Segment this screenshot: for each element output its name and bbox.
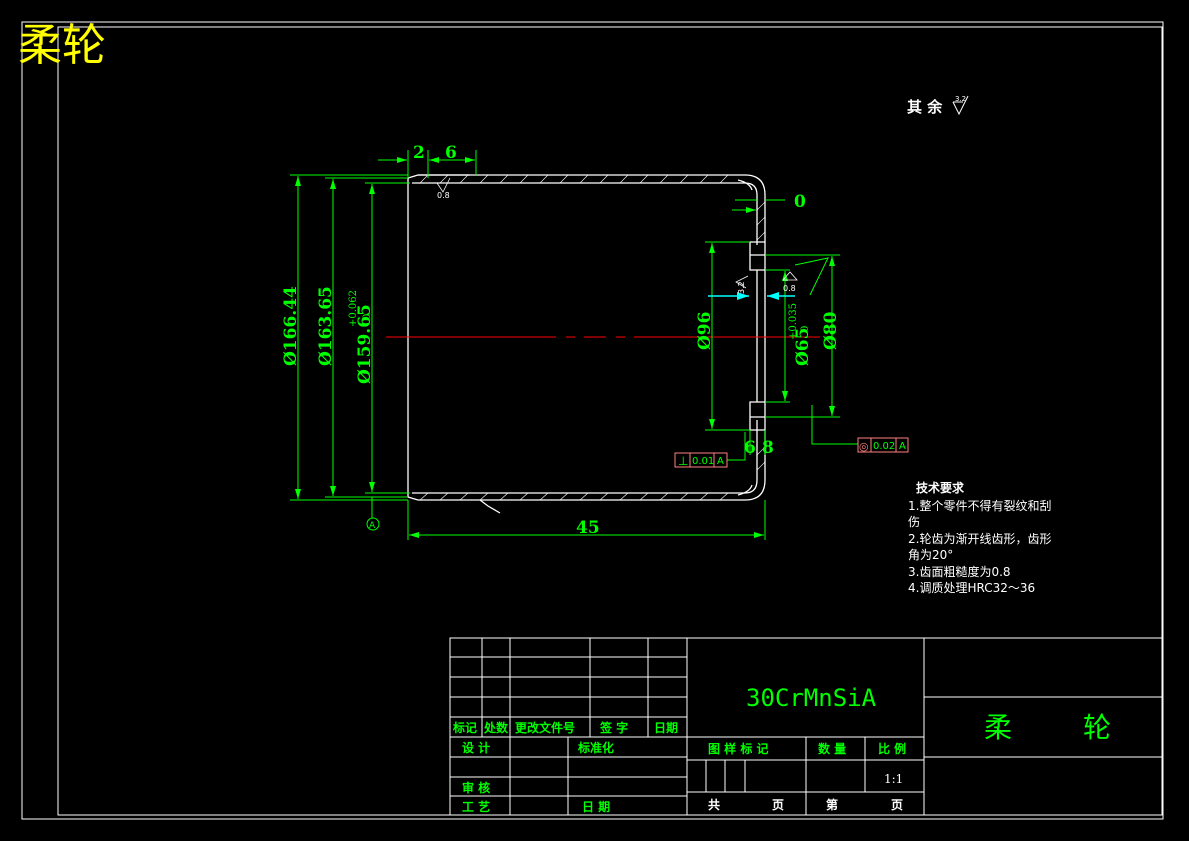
- roughness-right-value: 0.8: [783, 284, 796, 293]
- review-label: 审 核: [462, 780, 490, 795]
- design-label: 设 计: [462, 740, 490, 755]
- sheet-page-label: 页: [891, 798, 903, 812]
- scale-label: 比 例: [878, 741, 906, 756]
- title-block: [449, 637, 1163, 816]
- dim-flange-8: 8: [762, 438, 774, 458]
- quantity-label: 数 量: [818, 741, 846, 756]
- standardization-label: 标准化: [577, 740, 614, 755]
- section-hatching: [419, 174, 766, 501]
- part-outline: [407, 174, 766, 514]
- date-label: 日 期: [582, 799, 610, 814]
- perpendicularity-frame: ⊥ 0.01 A: [674, 452, 728, 468]
- roughness-top-value: 0.8: [437, 191, 450, 200]
- dim-bore-tol-upper: +0.035: [788, 303, 799, 340]
- tech-req-line-3: 2.轮齿为渐开线齿形，齿形: [908, 532, 1051, 546]
- total-page-label: 页: [772, 798, 784, 812]
- material-label: 30CrMnSiA: [746, 684, 877, 712]
- dim-len-2: 2: [413, 143, 425, 163]
- tech-req-line-6: 4.调质处理HRC32～36: [908, 581, 1035, 595]
- datum-label: A: [369, 521, 376, 531]
- datum-circle-icon: [366, 517, 380, 531]
- dim-inner-tol-upper: +0.062: [348, 290, 359, 327]
- drawing-mark-label: 图 样 标 记: [708, 741, 769, 756]
- rev-header-sign: 签 字: [599, 720, 628, 735]
- dim-flange-6: 6: [744, 438, 756, 458]
- dimension-lines: [290, 150, 858, 540]
- perpendicularity-value: 0.01: [692, 456, 714, 467]
- roughness-icon: [436, 177, 798, 289]
- perpendicularity-datum: A: [717, 456, 724, 467]
- dim-hub-96: Ø96: [695, 312, 715, 350]
- dim-len-6: 6: [445, 143, 457, 163]
- tech-req-line-5: 3.齿面粗糙度为0.8: [908, 564, 1011, 579]
- part-name-char-1: 柔: [984, 711, 1012, 744]
- outer-sheet-border: [21, 21, 1164, 820]
- sheet-label: 第: [826, 797, 838, 812]
- concentricity-value: 0.02: [873, 441, 895, 452]
- concentricity-frame: ◎ 0.02 A: [857, 437, 909, 453]
- dim-len-0: 0: [794, 192, 806, 212]
- roughness-bore-value: 3.2: [737, 281, 746, 294]
- rev-header-mark: 标记: [452, 720, 477, 735]
- tech-req-title: 技术要求: [916, 480, 965, 495]
- dim-len-45: 45: [576, 518, 600, 538]
- total-label: 共: [708, 797, 720, 812]
- rev-header-date: 日期: [654, 720, 678, 735]
- surface-note-value: 3.2: [955, 95, 966, 103]
- tech-req-line-4: 角为20°: [908, 548, 953, 562]
- rev-header-doc: 更改文件号: [515, 720, 575, 735]
- dim-mid-diameter: Ø163.65: [316, 286, 336, 366]
- part-name-char-2: 轮: [1083, 711, 1111, 744]
- tech-req-line-2: 伤: [908, 515, 920, 529]
- dim-inner-diameter: Ø159.65: [355, 304, 375, 384]
- scale-value: 1:1: [884, 772, 903, 786]
- dim-bore-tol-lower: 0: [800, 326, 811, 332]
- drawing-title: 柔轮: [18, 20, 106, 71]
- concentricity-icon: ◎: [859, 440, 869, 453]
- dim-outer-diameter: Ø166.44: [281, 286, 301, 366]
- surface-note-label: 其 余: [907, 98, 943, 116]
- roughness-symbol-icon: [952, 95, 969, 116]
- perpendicularity-icon: ⊥: [678, 454, 688, 468]
- tech-req-line-1: 1.整个零件不得有裂纹和刮: [908, 498, 1051, 513]
- dim-inner-tol-lower: 0: [362, 314, 373, 320]
- concentricity-datum: A: [899, 441, 906, 452]
- dim-bore-65: Ø65: [793, 328, 813, 366]
- rev-header-count: 处数: [483, 720, 509, 735]
- process-label: 工 艺: [462, 799, 490, 814]
- dim-hub-80: Ø80: [821, 311, 841, 350]
